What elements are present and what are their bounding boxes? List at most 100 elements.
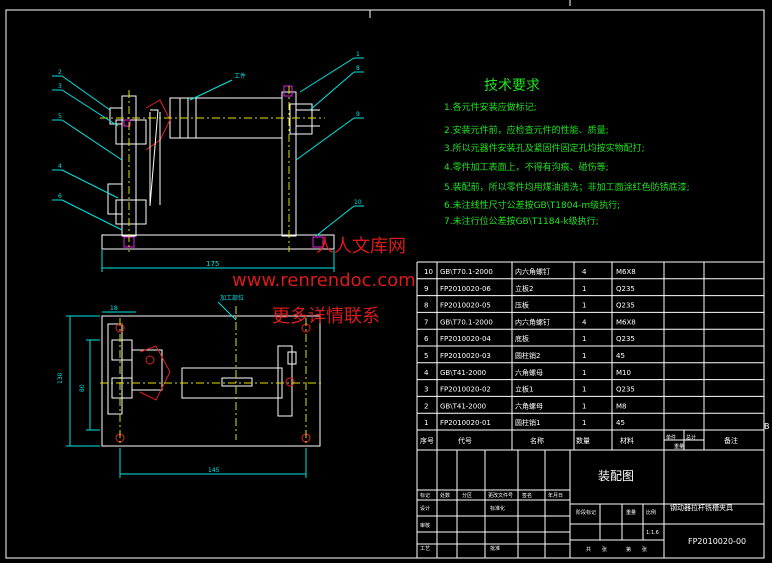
machining-label: 加工部位 — [220, 294, 244, 302]
bom-row-code: FP2010020-03 — [440, 352, 491, 360]
callout-3: 3 — [58, 83, 62, 90]
watermark-line-2: www.renrendoc.com — [232, 270, 416, 291]
tb-label-date: 年月日 — [548, 492, 563, 499]
drawing-number: FP2010020-00 — [688, 537, 746, 546]
tech-line-7: 7.未注行位公差按GB\T1184-k级执行; — [444, 215, 599, 227]
bom-row-material: Q235 — [616, 335, 635, 343]
bom-row-material: 45 — [616, 419, 625, 427]
tech-line-2: 2.安装元件前，应检查元件的性能、质量; — [444, 124, 609, 136]
bom-row-qty: 1 — [582, 402, 586, 410]
bom-row-no: 8 — [424, 302, 428, 310]
tech-line-5: 5.装配前，所以零件均用煤油清洗；非加工面涂红色防锈底漆; — [444, 181, 690, 193]
bom-header-code: 代号 — [458, 436, 472, 445]
bom-row-name: 底板 — [515, 334, 529, 343]
bom-row-no: 9 — [424, 285, 428, 293]
bom-row-code: FP2010020-02 — [440, 386, 491, 394]
bom-row-name: 立板2 — [515, 284, 533, 293]
bom-row-no: 2 — [424, 402, 428, 410]
bom-row-name: 立板1 — [515, 385, 533, 394]
tb-label-stage: 阶段标记 — [576, 509, 596, 516]
bom-row-material: Q235 — [616, 386, 635, 394]
tb-label-weight: 重量 — [626, 509, 636, 516]
bom-row-material: Q235 — [616, 302, 635, 310]
tb-label-process: 工艺 — [420, 546, 430, 552]
bom-row-name: 六角螺母 — [515, 401, 543, 410]
callout-10: 10 — [354, 199, 362, 206]
bom-row-qty: 1 — [582, 386, 586, 394]
tb-label-standard: 标准化 — [490, 505, 505, 512]
tb-label-approve: 批准 — [490, 545, 500, 552]
bom-row-qty: 1 — [582, 335, 586, 343]
bom-row-qty: 1 — [582, 419, 586, 427]
tech-line-3: 3.所以元器件安装孔及紧固件固定孔均按实物配打; — [444, 142, 645, 154]
bom-row-code: FP2010020-06 — [440, 285, 491, 293]
top-view: 130 80 18 145 加工部位 — [57, 294, 322, 478]
bom-row-qty: 1 — [582, 369, 586, 377]
part-name: 钢动器拉杆铣槽夹具 — [670, 503, 733, 512]
tb-label-scale: 比例 — [646, 509, 656, 516]
tech-requirements: 技术要求 1.各元件安装应做标记; 2.安装元件前，应检查元件的性能、质量; 3… — [444, 78, 690, 227]
bom-header-total: 总计 — [686, 434, 696, 441]
bom-row-material: M6X8 — [616, 318, 636, 326]
bom-row-code: GB\T70.1-2000 — [440, 318, 493, 326]
callout-2: 2 — [58, 69, 62, 76]
bom-row-code: GB\T70.1-2000 — [440, 268, 493, 276]
dim-175: 175 — [206, 260, 219, 268]
bom-header-no: 序号 — [420, 436, 434, 445]
tb-label-design: 设计 — [420, 505, 430, 512]
bom-header-material: 材料 — [620, 436, 634, 445]
callout-4: 4 — [58, 163, 62, 170]
callouts-right: 1 8 9 10 — [295, 51, 364, 237]
tb-label-sign: 签名 — [522, 492, 532, 499]
bom-row-no: 7 — [424, 318, 428, 326]
callout-1: 1 — [356, 51, 360, 58]
bom-row-no: 3 — [424, 386, 428, 394]
top-view-base — [101, 315, 321, 447]
bom-header-weight: 重量 — [674, 443, 684, 450]
tech-line-4: 4.零件加工表面上，不得有沟痕、碰伤等; — [444, 161, 609, 173]
watermark-line-3: 更多详情联系 — [272, 306, 380, 327]
bom-row-qty: 1 — [582, 285, 586, 293]
callouts-left: 2 3 5 4 6 工件 — [52, 69, 246, 231]
workpiece-label: 工件 — [234, 72, 246, 80]
base-plate — [101, 234, 335, 250]
drawing-title: 装配图 — [598, 469, 634, 483]
bom-row-material: M6X8 — [616, 268, 636, 276]
tech-line-6: 6.未注线性尺寸公差按GB\T1804-m级执行; — [444, 199, 620, 211]
bom-row-no: 1 — [424, 419, 428, 427]
bom-row-material: Q235 — [616, 285, 635, 293]
bom-row-no: 5 — [424, 352, 428, 360]
tb-label-zone: 分区 — [462, 492, 472, 499]
bom-row-no: 6 — [424, 335, 429, 343]
callout-6: 6 — [58, 193, 62, 200]
bom-row-material: 45 — [616, 352, 625, 360]
title-block: 装配图 钢动器拉杆铣槽夹具 FP2010020-00 1:1.6 标记 处数 分… — [416, 422, 770, 559]
tb-label-sheet: 张 — [642, 546, 647, 553]
watermark: 人人文库网 www.renrendoc.com 更多详情联系 — [232, 236, 416, 327]
tb-label-count: 处数 — [440, 492, 450, 499]
tb-label-sheets: 张 — [602, 546, 607, 553]
bom-row-code: FP2010020-05 — [440, 302, 491, 310]
watermark-line-1: 人人文库网 — [316, 236, 406, 257]
tb-label-change: 更改文件号 — [488, 492, 513, 499]
front-view: 175 — [100, 85, 335, 272]
scale: 1:1.6 — [646, 530, 659, 536]
callout-9: 9 — [356, 111, 360, 118]
bom-row-name: 压板 — [515, 301, 529, 310]
bom-row-qty: 4 — [582, 318, 587, 326]
bom-row-no: 4 — [424, 369, 429, 377]
zone-stamp: B — [764, 422, 770, 431]
bom-row-name: 内六角螺钉 — [515, 317, 550, 326]
bom-header-unit: 单件 — [666, 434, 676, 441]
bom-header-qty: 数量 — [576, 436, 590, 445]
callout-5: 5 — [58, 113, 62, 120]
bom-header-name: 名称 — [530, 436, 544, 445]
dim-18: 18 — [110, 305, 118, 312]
bom-row-name: 圆柱销1 — [515, 418, 540, 427]
bom-row-qty: 4 — [582, 268, 587, 276]
tb-label-mark: 标记 — [420, 492, 430, 499]
bom-header-note: 备注 — [724, 436, 738, 445]
